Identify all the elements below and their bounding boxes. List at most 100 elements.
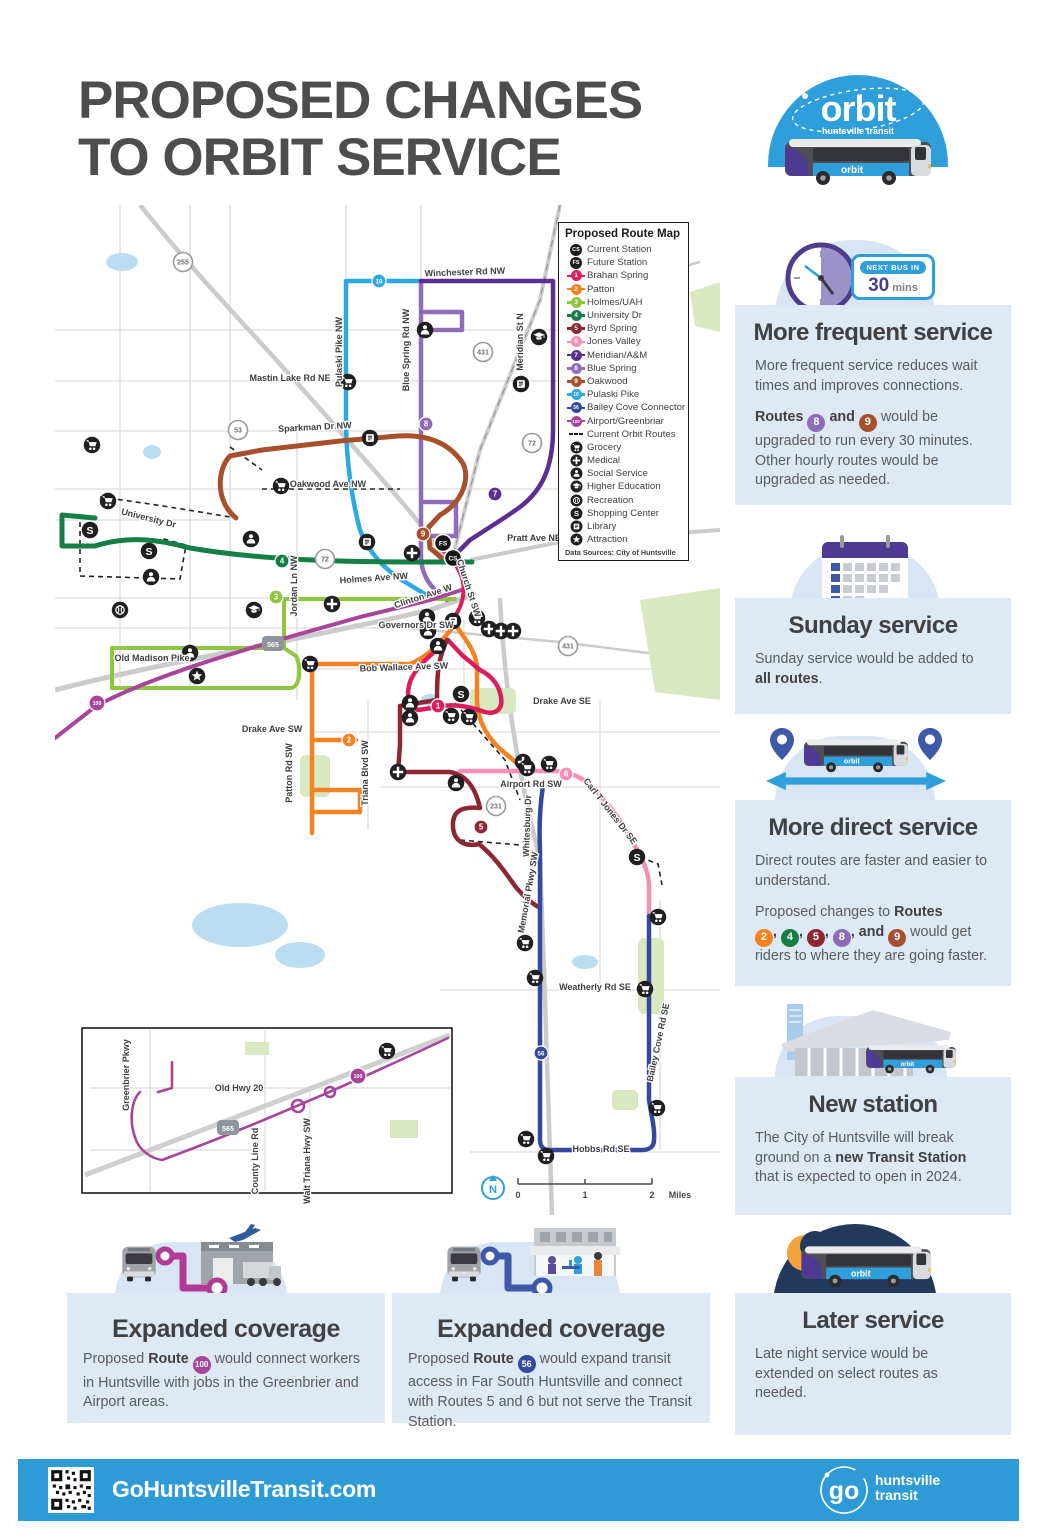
poi-grocery-icon — [99, 492, 117, 510]
station-marker-CS: CS — [443, 548, 463, 568]
map-route-badge-3: 3 — [268, 589, 284, 605]
direct-service-icon — [766, 728, 950, 802]
route-badge-9: 9 — [858, 414, 877, 433]
street-label: Hobbs Rd SE — [572, 1144, 629, 1154]
card-expanded-coverage-56: Expanded coverage Proposed Route 56 woul… — [392, 1293, 710, 1430]
poi-medical-icon — [389, 763, 407, 781]
street-label: County Line Rd — [250, 1128, 260, 1195]
poi-grocery-icon — [272, 477, 290, 495]
poi-social-icon — [429, 637, 447, 655]
map-route-badge-6: 6 — [558, 766, 574, 782]
street-label: Patton Rd SW — [284, 743, 294, 803]
route-badge-100: 100 — [192, 1355, 211, 1374]
railroad — [451, 205, 561, 561]
road-shield: 431 — [472, 341, 494, 363]
route-badge-56: 56 — [517, 1355, 536, 1374]
poi-social-icon — [401, 709, 419, 727]
cafe-icon — [530, 1228, 620, 1276]
poi-grocery-icon — [460, 708, 478, 726]
map-route-badge-1: 1 — [430, 698, 446, 714]
card-paragraph: Proposed Route 100 would connect workers… — [83, 1351, 361, 1411]
svg-text:72: 72 — [321, 557, 329, 564]
card-paragraph: The City of Huntsville will break ground… — [755, 1130, 967, 1186]
parks — [300, 282, 720, 1110]
street-label: Drake Ave SW — [242, 724, 303, 734]
go-ring-icon: go — [820, 1466, 868, 1514]
clock-icon — [785, 242, 857, 314]
svg-text:go: go — [829, 1477, 860, 1505]
map-route-badge-4: 4 — [274, 553, 290, 569]
poi-grocery-icon — [636, 980, 654, 998]
bus-front-icon — [122, 1246, 156, 1282]
legend-item: Shopping Center — [565, 507, 683, 520]
svg-text:6: 6 — [564, 770, 569, 779]
svg-text:4: 4 — [280, 557, 285, 566]
poi-shopping-icon — [81, 521, 99, 539]
library-icon — [569, 520, 583, 533]
warehouse-icon — [201, 1242, 281, 1286]
recreation-icon — [569, 493, 583, 507]
poi-grocery-icon — [648, 1099, 666, 1117]
svg-text:431: 431 — [562, 644, 574, 651]
street-label: Old Hwy 20 — [215, 1083, 264, 1093]
map-route-badge-100: 100 — [88, 694, 106, 712]
scale-bar — [517, 1178, 653, 1185]
street-label: Winchester Rd NW — [425, 266, 506, 279]
street-label: Pulaski Pike NW — [334, 316, 344, 387]
poi-grocery-icon — [516, 934, 534, 952]
card-paragraph: Proposed Route 56 would expand transit a… — [408, 1351, 692, 1430]
poi-library-icon — [361, 429, 379, 447]
route-badge-9: 9 — [888, 928, 907, 947]
route-badge-2: 2 — [755, 928, 773, 947]
poi-grocery-icon — [526, 969, 544, 987]
route-line-icon — [155, 1246, 228, 1298]
legend-item: Current Orbit Routes — [565, 428, 683, 441]
map-pin-icon — [918, 728, 942, 760]
route-path-3 — [110, 597, 457, 690]
svg-text:231: 231 — [490, 804, 502, 811]
qr-code — [48, 1467, 94, 1513]
poi-shopping-icon — [452, 685, 470, 703]
later-service-icon — [773, 1224, 953, 1306]
card-title: Later service — [802, 1307, 944, 1334]
higher-ed-icon — [570, 481, 582, 493]
poi-social-icon — [242, 530, 260, 548]
title-line-2: TO ORBIT SERVICE — [78, 128, 562, 187]
map-route-badge-100: 100 — [349, 1067, 367, 1085]
street-label: Meridian St N — [515, 313, 525, 371]
road-shield: 565 — [217, 1120, 239, 1135]
svg-text:431: 431 — [477, 350, 489, 357]
street-label: Pratt Ave NE — [507, 533, 561, 543]
go-huntsville-transit-logo: go huntsville transit — [817, 1463, 977, 1517]
svg-text:100: 100 — [354, 1074, 363, 1080]
shopping-icon — [570, 507, 582, 520]
poi-higher-ed-icon — [530, 328, 548, 346]
poi-grocery-icon — [378, 1042, 396, 1060]
map-route-badge-10: 10 — [371, 273, 387, 289]
street-label: Airport Rd SW — [500, 779, 562, 789]
poi-social-icon — [416, 321, 434, 339]
route-path-2 — [309, 621, 523, 836]
route-path-100 — [55, 586, 470, 740]
route-path-1 — [405, 637, 504, 715]
station-illustration — [781, 1004, 956, 1076]
map-route-badge-56: 56 — [533, 1045, 549, 1061]
street-label: Old Madison Pike — [114, 653, 189, 663]
attraction-icon — [570, 533, 582, 546]
svg-text:10: 10 — [376, 279, 383, 286]
medical-icon — [570, 454, 582, 467]
card-title: Expanded coverage — [112, 1315, 340, 1343]
route-path-4 — [59, 512, 475, 565]
street-label: Oakwood Ave NW — [290, 479, 367, 489]
logo-bus-icon — [785, 139, 931, 185]
